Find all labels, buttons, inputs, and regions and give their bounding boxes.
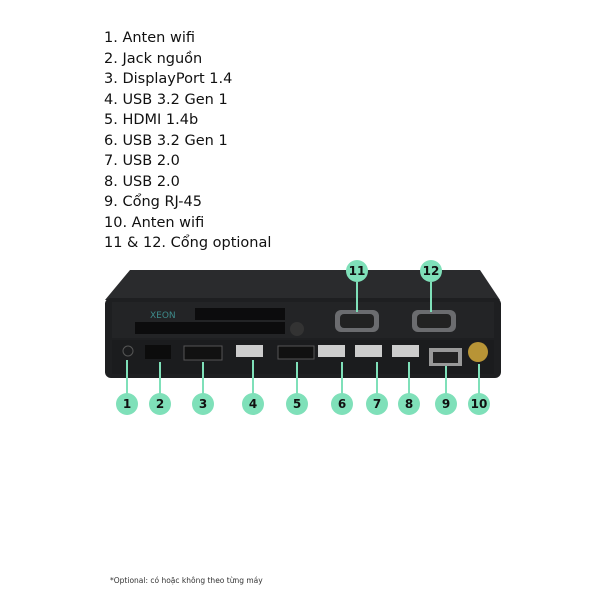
legend-item: 2. Jack nguồn xyxy=(104,50,203,67)
legend-item: 10. Anten wifi xyxy=(104,214,205,231)
badge-9: 9 xyxy=(435,393,457,415)
badge-11: 11 xyxy=(346,260,368,282)
badge-8: 8 xyxy=(398,393,420,415)
legend-item: 5. HDMI 1.4b xyxy=(104,112,199,128)
serial-port-1 xyxy=(335,310,379,332)
footnote: *Optional: có hoặc không theo từng máy xyxy=(110,576,263,585)
badge-3: 3 xyxy=(192,393,214,415)
badge-4: 4 xyxy=(242,393,264,415)
port-legend: 1. Anten wifi 2. Jack nguồn 3. DisplayPo… xyxy=(104,28,271,254)
legend-item: 4. USB 3.2 Gen 1 xyxy=(104,91,228,108)
badge-6: 6 xyxy=(331,393,353,415)
legend-item: 9. Cổng RJ-45 xyxy=(104,194,202,210)
legend-item: 11 & 12. Cổng optional xyxy=(104,235,272,251)
badge-1: 1 xyxy=(116,393,138,415)
device-logo: XEON xyxy=(150,311,176,321)
serial-port-2 xyxy=(412,310,456,332)
badge-7: 7 xyxy=(366,393,388,415)
legend-item: 6. USB 3.2 Gen 1 xyxy=(104,132,228,149)
legend-item: 8. USB 2.0 xyxy=(104,173,180,190)
legend-item: 7. USB 2.0 xyxy=(104,153,180,169)
badge-12: 12 xyxy=(420,260,442,282)
badge-5: 5 xyxy=(286,393,308,415)
legend-item: 3. DisplayPort 1.4 xyxy=(104,71,233,87)
badge-2: 2 xyxy=(149,393,171,415)
legend-item: 1. Anten wifi xyxy=(104,30,195,46)
badge-10: 10 xyxy=(468,393,490,415)
